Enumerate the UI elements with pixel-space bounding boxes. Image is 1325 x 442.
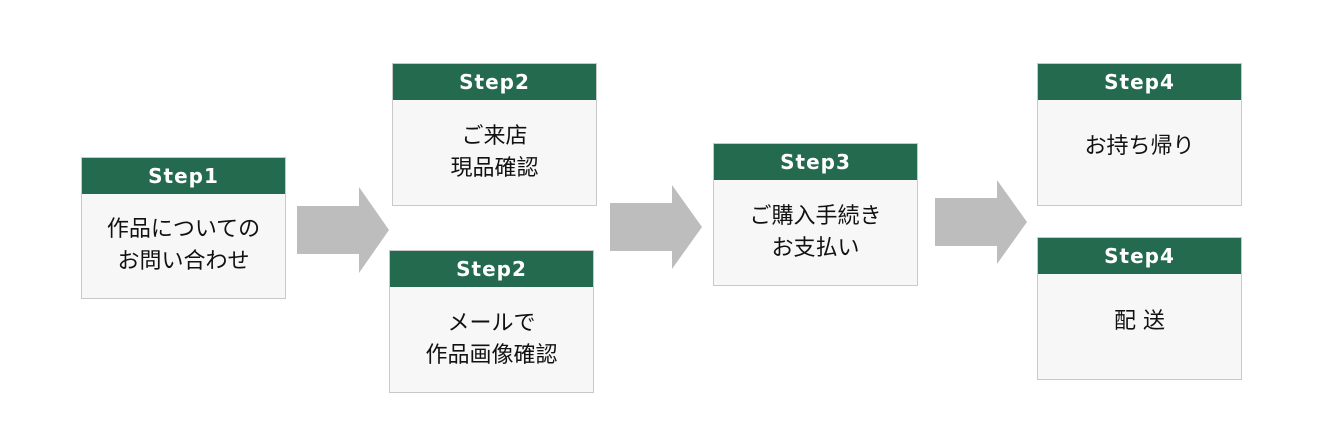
step2-email-header: Step2 <box>390 251 593 287</box>
step2-email-box: Step2 メールで 作品画像確認 <box>389 250 594 393</box>
step4-delivery-header: Step4 <box>1038 238 1241 274</box>
step4-delivery-box: Step4 配 送 <box>1037 237 1242 380</box>
step2-visit-body: ご来店 現品確認 <box>393 100 596 205</box>
arrow-shape-2 <box>610 185 702 269</box>
step2-email-line2: 作品画像確認 <box>425 342 558 368</box>
step3-body: ご購入手続き お支払い <box>714 180 917 285</box>
step1-box: Step1 作品についての お問い合わせ <box>81 157 286 299</box>
step4-delivery-line1: 配 送 <box>1114 308 1165 334</box>
step3-line1: ご購入手続き <box>749 203 882 229</box>
arrow-right-icon <box>935 180 1027 264</box>
step3-box: Step3 ご購入手続き お支払い <box>713 143 918 286</box>
step4-delivery-body: 配 送 <box>1038 274 1241 379</box>
arrow-right-icon <box>297 187 389 273</box>
arrow-shape-3 <box>935 180 1027 264</box>
step2-visit-box: Step2 ご来店 現品確認 <box>392 63 597 206</box>
step2-email-body: メールで 作品画像確認 <box>390 287 593 392</box>
step3-line2: お支払い <box>771 235 860 261</box>
step2-visit-line1: ご来店 <box>461 123 528 149</box>
arrow-right-icon <box>610 185 702 269</box>
step2-email-line1: メールで <box>447 310 536 336</box>
step1-body: 作品についての お問い合わせ <box>82 194 285 298</box>
step4-takehome-box: Step4 お持ち帰り <box>1037 63 1242 206</box>
step1-line2: お問い合わせ <box>117 249 250 274</box>
step2-visit-line2: 現品確認 <box>450 155 539 181</box>
step3-header: Step3 <box>714 144 917 180</box>
step1-line1: 作品についての <box>106 217 261 242</box>
step4-takehome-header: Step4 <box>1038 64 1241 100</box>
step4-takehome-line1: お持ち帰り <box>1084 133 1195 159</box>
step2-visit-header: Step2 <box>393 64 596 100</box>
step4-takehome-body: お持ち帰り <box>1038 100 1241 205</box>
arrow-shape-1 <box>297 187 389 273</box>
step1-header: Step1 <box>82 158 285 194</box>
